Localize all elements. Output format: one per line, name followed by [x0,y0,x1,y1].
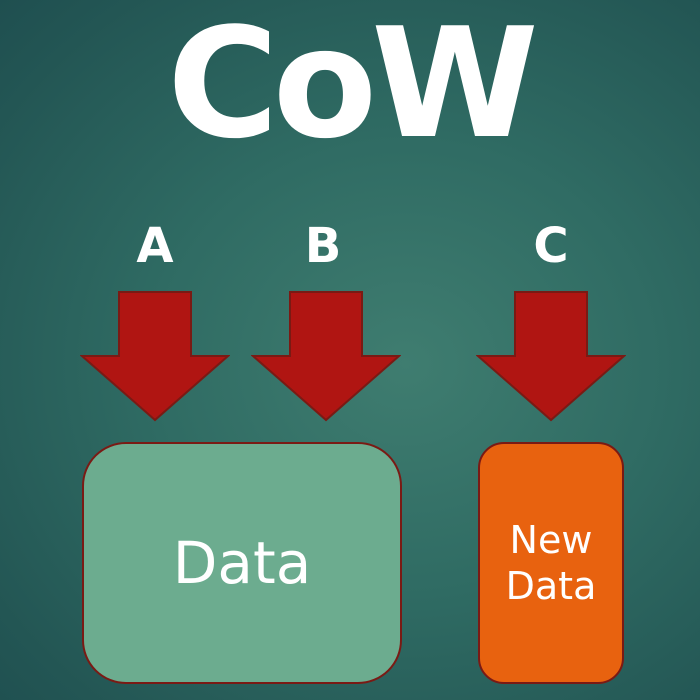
down-arrow-c-icon [476,291,626,422]
shared-data-block: Data [82,442,402,684]
shared-data-label: Data [172,529,312,597]
pointer-label-c: C [533,218,569,274]
new-data-label: New Data [505,518,597,608]
pointer-label-a: A [136,218,174,274]
diagram-title: CoW [167,0,539,172]
pointer-label-b: B [304,218,342,274]
new-data-block: New Data [478,442,624,684]
down-arrow-b-icon [251,291,401,422]
down-arrow-a-icon [80,291,230,422]
